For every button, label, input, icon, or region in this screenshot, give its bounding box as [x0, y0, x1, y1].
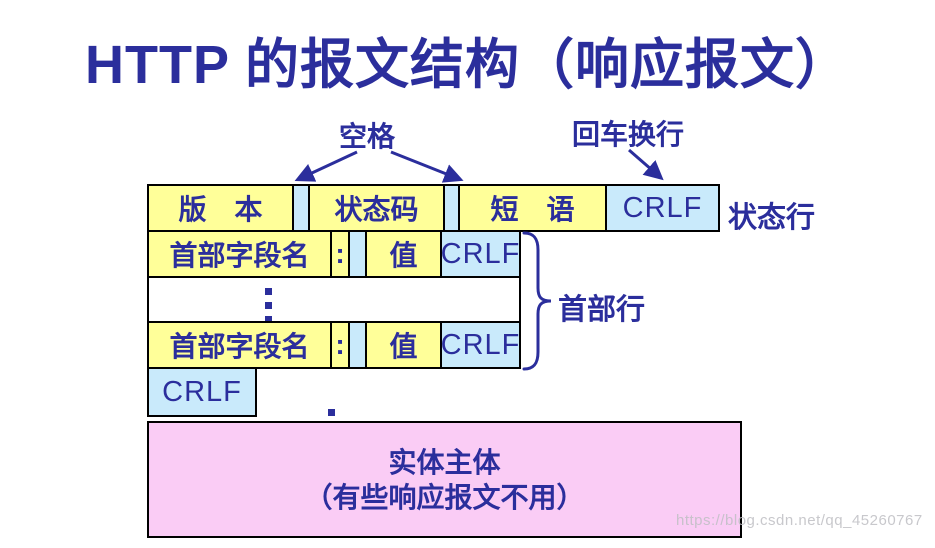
space-arrow-left [294, 150, 358, 182]
space-cell [350, 323, 367, 367]
value-cell: 值 [367, 232, 442, 276]
ellipsis-row [147, 276, 521, 323]
header-lines-label: 首部行 [558, 294, 646, 326]
vertical-ellipsis-dot [265, 316, 272, 323]
crlf-arrow [628, 148, 664, 181]
vertical-ellipsis-dot [265, 288, 272, 295]
phrase-cell: 短 语 [460, 186, 607, 230]
version-cell: 版 本 [149, 186, 294, 230]
status-line-row: 版 本 状态码 短 语 CRLF [147, 184, 720, 232]
entity-body-box: 实体主体 （有些响应报文不用） [147, 421, 742, 538]
colon-cell: : [332, 323, 350, 367]
value-cell: 值 [367, 323, 442, 367]
space-cell [445, 186, 460, 230]
entity-body-line1: 实体主体 [388, 446, 501, 478]
status-line-label: 状态行 [728, 202, 816, 234]
colon-cell: : [332, 232, 350, 276]
crlf-cell: CRLF [607, 186, 718, 230]
header-field-name-cell: 首部字段名 [149, 323, 332, 367]
space-cell [350, 232, 367, 276]
space-cell [294, 186, 310, 230]
space-label: 空格 [339, 121, 396, 152]
vertical-ellipsis-dot [265, 302, 272, 309]
watermark: https://blog.csdn.net/qq_45260767 [676, 512, 923, 529]
space-arrow-right [390, 150, 464, 183]
header-lines-brace [522, 231, 552, 371]
header-line-row: 首部字段名 : 值 CRLF [147, 321, 521, 369]
crlf-cell: CRLF [149, 369, 255, 415]
status-code-cell: 状态码 [310, 186, 445, 230]
ellipsis-dot [328, 409, 335, 416]
entity-body-line2: （有些响应报文不用） [304, 481, 585, 513]
crlf-annotation-label: 回车换行 [572, 119, 685, 150]
crlf-cell: CRLF [442, 323, 519, 367]
page-title: HTTP 的报文结构（响应报文） [84, 35, 850, 95]
header-field-name-cell: 首部字段名 [149, 232, 332, 276]
header-line-row: 首部字段名 : 值 CRLF [147, 230, 521, 278]
crlf-cell: CRLF [442, 232, 519, 276]
blank-crlf-row: CRLF [147, 367, 257, 417]
